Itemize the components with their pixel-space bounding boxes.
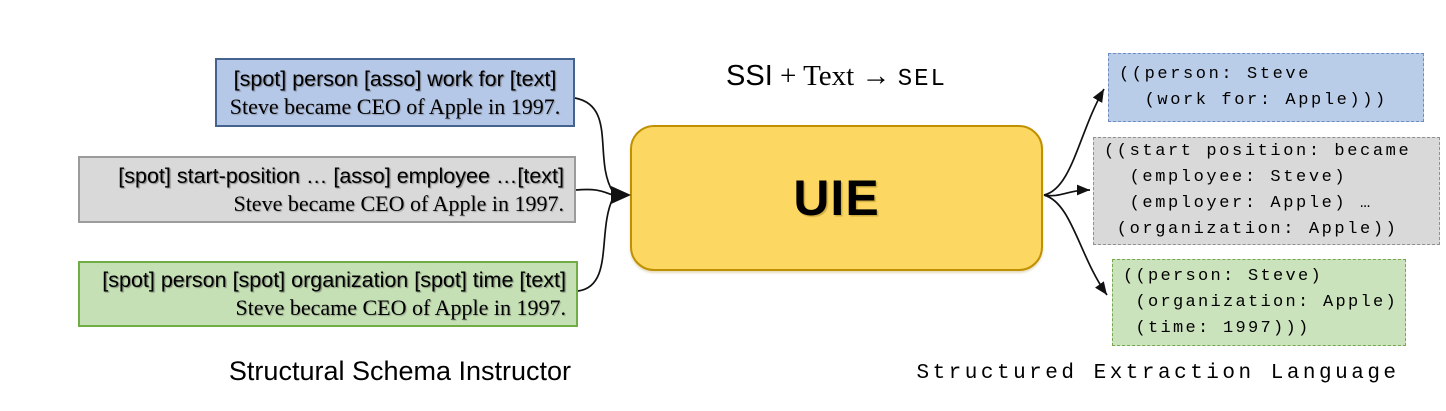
arrowhead-into-uie: [611, 186, 631, 204]
arrow-event-to-uie: [575, 188, 614, 196]
uie-model-box: UIE: [630, 125, 1043, 271]
ssi-event-box: [spot] start-position … [asso] employee …: [78, 156, 576, 223]
ssi-caption: Structural Schema Instructor: [228, 356, 572, 386]
formula-ssi-text: SSI: [726, 60, 773, 92]
ssi-entity-schema-text: [spot] person [spot] organization [spot]…: [102, 268, 566, 292]
arrow-relation-to-uie: [574, 97, 614, 193]
ssi-relation-box: [spot] person [asso] work for [text] Ste…: [215, 58, 575, 127]
ssi-entity-sentence-text: Steve became CEO of Apple in 1997.: [235, 295, 566, 320]
sel-event-box: ((start position: became (employee: Stev…: [1093, 137, 1440, 245]
ssi-entity-box: [spot] person [spot] organization [spot]…: [78, 261, 578, 327]
sel-entity-code: ((person: Steve) (organization: Apple) (…: [1123, 266, 1399, 338]
ssi-event-sentence-text: Steve became CEO of Apple in 1997.: [233, 190, 564, 216]
sel-event-code: ((start position: became (employee: Stev…: [1104, 142, 1412, 239]
sel-entity-box: ((person: Steve) (organization: Apple) (…: [1112, 259, 1406, 346]
formula-plus-text: + Text →: [772, 60, 898, 92]
formula-label: SSI + Text → SEL: [630, 60, 1043, 94]
ssi-relation-schema-text: [spot] person [asso] work for [text]: [233, 66, 557, 91]
ssi-event-schema-text: [spot] start-position … [asso] employee …: [118, 163, 564, 188]
ssi-relation-sentence-text: Steve became CEO of Apple in 1997.: [229, 93, 561, 119]
arrow-entity-to-uie: [577, 197, 614, 292]
sel-relation-code: ((person: Steve (work for: Apple))): [1119, 64, 1388, 110]
arrow-uie-to-event: [1043, 184, 1091, 197]
sel-relation-box: ((person: Steve (work for: Apple))): [1108, 53, 1424, 122]
uie-model-label: UIE: [793, 170, 880, 226]
formula-sel-text: SEL: [897, 66, 947, 93]
sel-caption: Structured Extraction Language: [916, 362, 1400, 385]
